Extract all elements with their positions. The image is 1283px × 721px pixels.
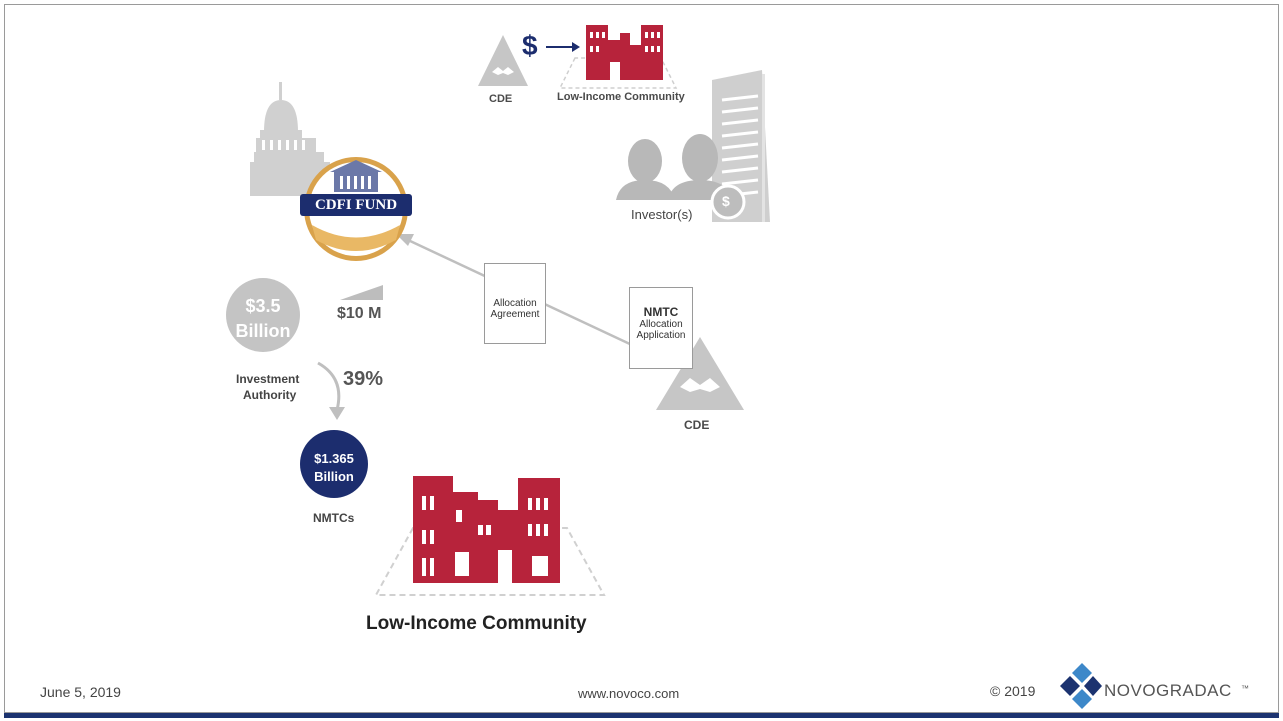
footer-copyright: © 2019 [990,683,1036,699]
authority-amount: $3.5 [245,296,281,316]
dollar-coin-icon [710,184,746,220]
ten-million-wedge-icon [340,285,383,300]
investor-coin-symbol: $ [722,193,730,209]
top-cde-triangle-icon [478,35,528,86]
percent-label: 39% [343,368,384,390]
capitol-building-icon [250,82,330,196]
investment-authority-circle [226,278,300,352]
cde-label: CDE [684,418,710,432]
top-flow-arrow-icon [546,42,580,52]
nmtcs-amount: $1.365 [314,451,354,466]
nmtc-allocation-application-document: NMTC Allocation Application [629,287,693,369]
authority-unit: Billion [235,321,291,341]
top-dollar-sign: $ [522,30,538,61]
investment-authority-label-2: Authority [243,388,297,402]
cde-triangle-icon [656,337,744,410]
curved-arrow-icon [317,361,345,420]
novogradac-logo-icon [1060,663,1102,709]
investors-label: Investor(s) [631,207,693,222]
allocation-agreement-document: Allocation Agreement [484,263,546,344]
nmtc-application-line-2: Application [636,330,686,341]
nmtc-application-title: NMTC [643,305,679,319]
community-main-label: Low-Income Community [366,613,587,634]
nmtcs-unit: Billion [314,469,354,484]
footer-accent-bar [4,713,1279,718]
allocation-agreement-line-1: Allocation [493,298,537,309]
nmtcs-circle [300,430,368,498]
investment-authority-label-1: Investment [236,372,300,386]
ten-million-label: $10 M [337,305,382,322]
footer-url[interactable]: www.novoco.com [578,686,680,701]
nmtc-application-line-1: Allocation [639,319,683,330]
top-community-icon [558,25,678,89]
nmtcs-label: NMTCs [313,511,355,525]
cdfi-fund-text: CDFI FUND [314,197,398,213]
footer-date: June 5, 2019 [40,684,121,700]
low-income-community-icon [374,476,606,596]
footer-brand: NOVOGRADAC [1104,681,1232,700]
allocation-agreement-line-2: Agreement [490,309,540,320]
cdfi-fund-seal-icon [300,157,412,261]
top-community-label: Low-Income Community [557,91,685,103]
footer-trademark: ™ [1241,684,1249,693]
person-silhouettes-icon [616,134,732,200]
investors-icon [616,70,770,222]
top-cde-label: CDE [489,93,513,105]
slide-frame [4,4,1279,713]
